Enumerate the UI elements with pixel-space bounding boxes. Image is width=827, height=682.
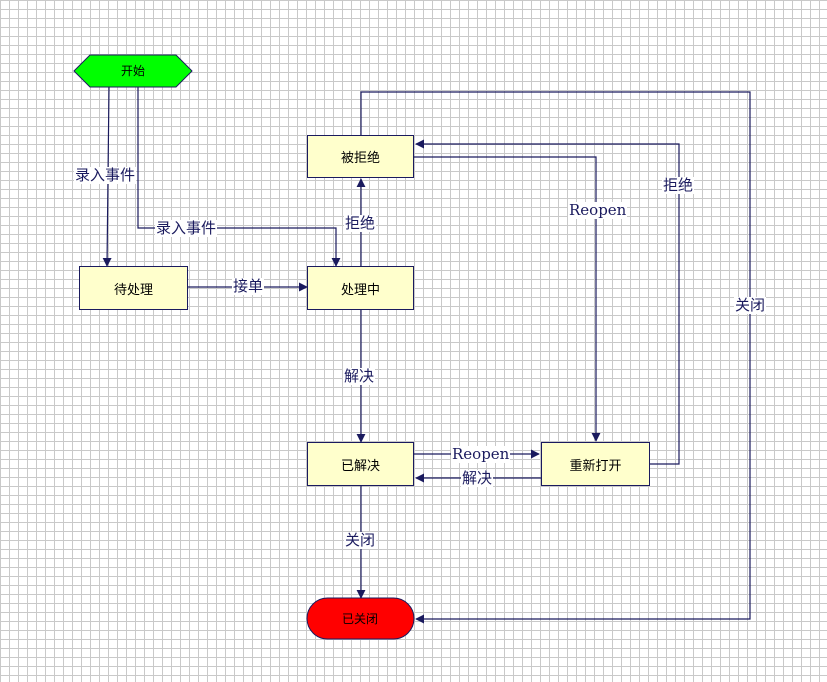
pending-node: 待处理 [79,266,188,310]
pending-node-label: 待处理 [113,282,153,298]
edge-label-reopened-to-resolved: 解决 [461,469,494,487]
processing-node: 处理中 [307,266,414,310]
edge-label-rejected-to-reopened: Reopen [568,201,628,219]
edge-reopened-to-rejected [415,139,680,465]
edge-label-start-to-processing: 录入事件 [155,219,218,237]
edge-label-processing-to-rejected: 拒绝 [344,214,377,232]
rejected-node-label: 被拒绝 [340,151,380,166]
edge-label-resolved-to-closed: 关闭 [344,531,377,549]
edge-label-processing-to-resolved: 解决 [343,367,376,385]
resolved-node: 已解决 [307,442,414,486]
start-node [73,54,193,88]
edge-start-to-processing [137,87,341,267]
edge-label-pending-to-processing: 接单 [232,277,265,295]
start-node-label: 开始 [121,64,145,78]
reopened-node-label: 重新打开 [569,458,622,474]
processing-node-label: 处理中 [340,282,380,298]
edge-label-rejected-to-closed: 关闭 [734,296,767,314]
edge-rejected-to-reopened [414,156,601,442]
closed-node-label: 已关闭 [342,612,378,626]
resolved-node-label: 已解决 [340,458,380,474]
reopened-node: 重新打开 [541,442,650,486]
rejected-node: 被拒绝 [307,135,414,178]
edge-rejected-to-closed [360,91,751,624]
edge-label-reopened-to-rejected: 拒绝 [662,176,695,194]
edge-label-resolved-to-reopened: Reopen [451,445,511,463]
edge-label-start-to-pending: 录入事件 [74,166,137,184]
closed-node [306,597,415,640]
